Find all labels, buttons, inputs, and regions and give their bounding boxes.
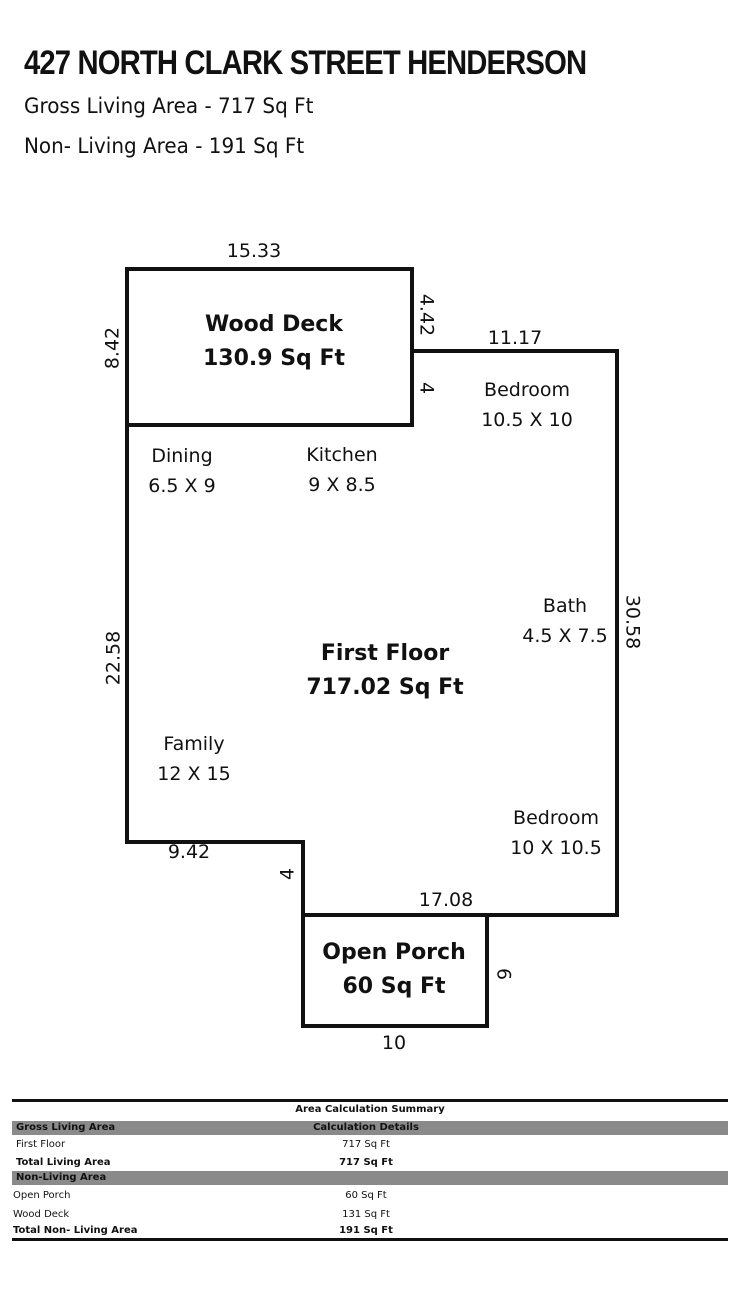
dim-left-side: 22.58 xyxy=(103,631,125,685)
first-floor-label: First Floor xyxy=(321,641,449,666)
gross-living-section-row: Gross Living Area Calculation Details xyxy=(12,1121,728,1135)
gross-living-section-label: Gross Living Area xyxy=(16,1122,116,1133)
open-porch-area: 60 Sq Ft xyxy=(342,974,446,999)
open-porch-row-label: Open Porch xyxy=(13,1190,71,1201)
total-non-living-row-label: Total Non- Living Area xyxy=(13,1225,138,1236)
dim-deck-top: 15.33 xyxy=(227,240,281,262)
room-dining-name: Dining xyxy=(151,445,212,467)
summary-bottom-rule xyxy=(12,1238,728,1241)
total-living-row-value: 717 Sq Ft xyxy=(339,1157,393,1168)
non-living-area-text: Non- Living Area - 191 Sq Ft xyxy=(24,134,305,158)
open-porch-label: Open Porch xyxy=(322,940,465,965)
room-kitchen-name: Kitchen xyxy=(306,444,377,466)
room-family-size: 12 X 15 xyxy=(157,763,230,785)
room-bedroom-2-size: 10 X 10.5 xyxy=(510,837,602,859)
dim-bottom-left: 9.42 xyxy=(168,841,210,863)
dim-bottom-right: 17.08 xyxy=(419,889,473,911)
room-kitchen-size: 9 X 8.5 xyxy=(308,474,375,496)
dim-upper-right: 11.17 xyxy=(488,327,542,349)
open-porch-row: Open Porch 60 Sq Ft xyxy=(12,1189,728,1203)
dim-deck-left: 8.42 xyxy=(102,327,124,369)
wood-deck-outline xyxy=(125,267,414,427)
total-non-living-row-value: 191 Sq Ft xyxy=(339,1225,393,1236)
wood-deck-row: Wood Deck 131 Sq Ft xyxy=(12,1208,728,1222)
room-bedroom-2-name: Bedroom xyxy=(513,807,599,829)
room-bedroom-1-size: 10.5 X 10 xyxy=(481,409,573,431)
floor-plan: Wood Deck 130.9 Sq Ft First Floor 717.02… xyxy=(102,240,644,1054)
wood-deck-area: 130.9 Sq Ft xyxy=(203,346,346,371)
room-bedroom-1-name: Bedroom xyxy=(484,379,570,401)
dim-right-side: 30.58 xyxy=(622,595,644,649)
total-living-row: Total Living Area 717 Sq Ft xyxy=(12,1156,728,1170)
room-bath-size: 4.5 X 7.5 xyxy=(522,625,608,647)
open-porch-outline xyxy=(301,913,489,1028)
dim-deck-right: 4.42 xyxy=(416,294,438,336)
dim-step-upper: 4 xyxy=(416,382,438,394)
first-floor-row-value: 717 Sq Ft xyxy=(342,1139,390,1150)
dim-porch-bottom: 10 xyxy=(382,1032,406,1054)
total-non-living-row: Total Non- Living Area 191 Sq Ft xyxy=(12,1224,728,1238)
wood-deck-label: Wood Deck xyxy=(205,312,344,337)
room-dining-size: 6.5 X 9 xyxy=(148,475,215,497)
non-living-section-row: Non-Living Area xyxy=(12,1171,728,1185)
property-address-title: 427 NORTH CLARK STREET HENDERSON xyxy=(24,44,587,82)
open-porch-row-value: 60 Sq Ft xyxy=(345,1190,387,1201)
wood-deck-row-label: Wood Deck xyxy=(13,1209,70,1220)
first-floor-area: 717.02 Sq Ft xyxy=(306,675,464,700)
room-family-name: Family xyxy=(163,733,224,755)
wood-deck-row-value: 131 Sq Ft xyxy=(342,1209,390,1220)
dim-step-lower: 4 xyxy=(277,868,299,880)
gross-living-area-text: Gross Living Area - 717 Sq Ft xyxy=(24,94,314,118)
first-floor-row: First Floor 717 Sq Ft xyxy=(12,1138,728,1152)
non-living-section-label: Non-Living Area xyxy=(16,1172,107,1183)
calculation-details-header: Calculation Details xyxy=(313,1122,419,1133)
dim-porch-side: 6 xyxy=(493,968,515,980)
first-floor-row-label: First Floor xyxy=(16,1139,66,1150)
room-bath-name: Bath xyxy=(543,595,587,617)
total-living-row-label: Total Living Area xyxy=(16,1157,111,1168)
area-calculation-summary: Area Calculation Summary Gross Living Ar… xyxy=(12,1099,728,1241)
summary-title: Area Calculation Summary xyxy=(295,1104,445,1115)
summary-top-rule xyxy=(12,1099,728,1102)
